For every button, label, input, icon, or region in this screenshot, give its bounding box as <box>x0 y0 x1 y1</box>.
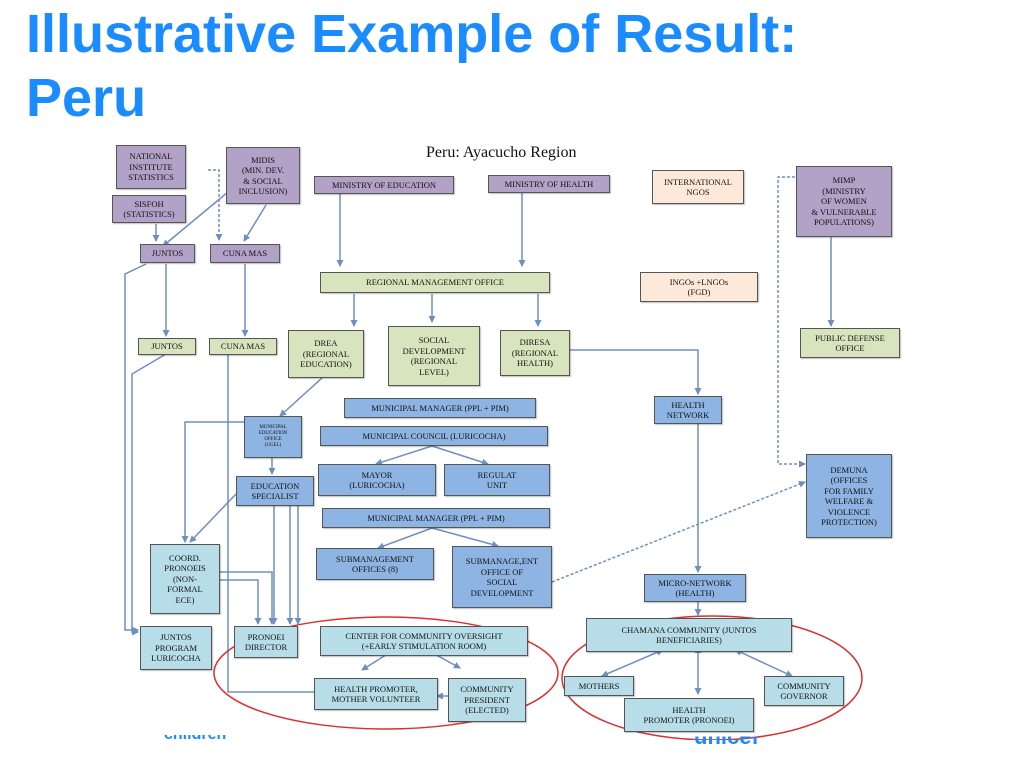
ellipse-right <box>561 615 863 740</box>
box-mothers: MOTHERS <box>564 676 634 696</box>
box-submanagement-offices: SUBMANAGEMENT OFFICES (8) <box>316 548 434 580</box>
box-demuna: DEMUNA (OFFICES FOR FAMILY WELFARE & VIO… <box>806 454 892 538</box>
box-municipal-education-office: MUNICIPAL EDUCATION OFFICE (UGEL) <box>244 416 302 458</box>
box-education-specialist: EDUCATION SPECIALIST <box>236 476 314 506</box>
box-international-ngos: INTERNATIONAL NGOS <box>652 170 744 204</box>
box-juntos-top: JUNTOS <box>140 244 195 263</box>
box-ministry-of-education: MINISTRY OF EDUCATION <box>314 176 454 194</box>
box-community-president: COMMUNITY PRESIDENT (ELECTED) <box>448 678 526 722</box>
box-social-development: SOCIAL DEVELOPMENT (REGIONAL LEVEL) <box>388 326 480 386</box>
footer-text-left: children <box>164 735 226 744</box>
box-juntos-mid: JUNTOS <box>138 338 196 355</box>
ellipse-left <box>213 616 559 730</box>
box-public-defense-office: PUBLIC DEFENSE OFFICE <box>800 328 900 358</box>
box-health-promoter-mother-volunteer: HEALTH PROMOTER, MOTHER VOLUNTEER <box>314 678 438 710</box>
box-national-institute-statistics: NATIONAL INSTITUTE STATISTICS <box>116 145 186 189</box>
box-juntos-program-luricocha: JUNTOS PROGRAM LURICOCHA <box>140 626 212 670</box>
box-municipal-manager-1: MUNICIPAL MANAGER (PPL + PIM) <box>344 398 536 418</box>
box-pronoei-director: PRONOEI DIRECTOR <box>234 626 298 658</box>
box-regulat-unit: REGULAT UNIT <box>444 464 550 496</box>
box-submanagement-social-development: SUBMANAGE,ENT OFFICE OF SOCIAL DEVELOPME… <box>452 546 552 608</box>
box-community-governor: COMMUNITY GOVERNOR <box>764 676 844 706</box>
box-regional-management-office: REGIONAL MANAGEMENT OFFICE <box>320 272 550 293</box>
box-sisfoh: SISFOH (STATISTICS) <box>112 195 186 223</box>
diagram-title: Peru: Ayacucho Region <box>426 144 577 161</box>
box-midis: MIDIS (MIN. DEV. & SOCIAL INCLUSION) <box>226 147 300 204</box>
box-mayor: MAYOR (LURICOCHA) <box>318 464 436 496</box>
org-diagram: Peru: Ayacucho Region NATIONAL INSTITUTE… <box>108 140 908 740</box>
connector-lines <box>124 169 863 740</box>
box-coord-pronoeis: COORD. PRONOEIS (NON- FORMAL ECE) <box>150 544 220 614</box>
box-cuna-mas-top: CUNA MAS <box>210 244 280 263</box>
footer-logo-right: unicef <box>694 724 759 749</box>
box-drea: DREA (REGIONAL EDUCATION) <box>288 330 364 378</box>
box-chamana-community: CHAMANA COMMUNITY (JUNTOS BENEFICIARIES) <box>586 618 792 652</box>
box-health-network: HEALTH NETWORK <box>654 396 722 424</box>
box-municipal-council: MUNICIPAL COUNCIL (LURICOCHA) <box>320 426 548 446</box>
box-ministry-of-health: MINISTRY OF HEALTH <box>488 175 610 193</box>
box-diresa: DIRESA (REGIONAL HEALTH) <box>500 330 570 376</box>
box-center-community-oversight: CENTER FOR COMMUNITY OVERSIGHT (+EARLY S… <box>320 626 528 656</box>
slide-title: Illustrative Example of Result: Peru <box>26 4 798 128</box>
box-municipal-manager-2: MUNICIPAL MANAGER (PPL + PIM) <box>322 508 550 528</box>
box-ingos-lngos: INGOs +LNGOs (FGD) <box>640 272 758 302</box>
box-cuna-mas-mid: CUNA MAS <box>209 338 277 355</box>
box-mimp: MIMP (MINISTRY OF WOMEN & VULNERABLE POP… <box>796 166 892 237</box>
box-health-promoter-pronoei: HEALTH PROMOTER (PRONOEI) <box>624 698 754 732</box>
box-micro-network: MICRO-NETWORK (HEALTH) <box>644 574 746 602</box>
